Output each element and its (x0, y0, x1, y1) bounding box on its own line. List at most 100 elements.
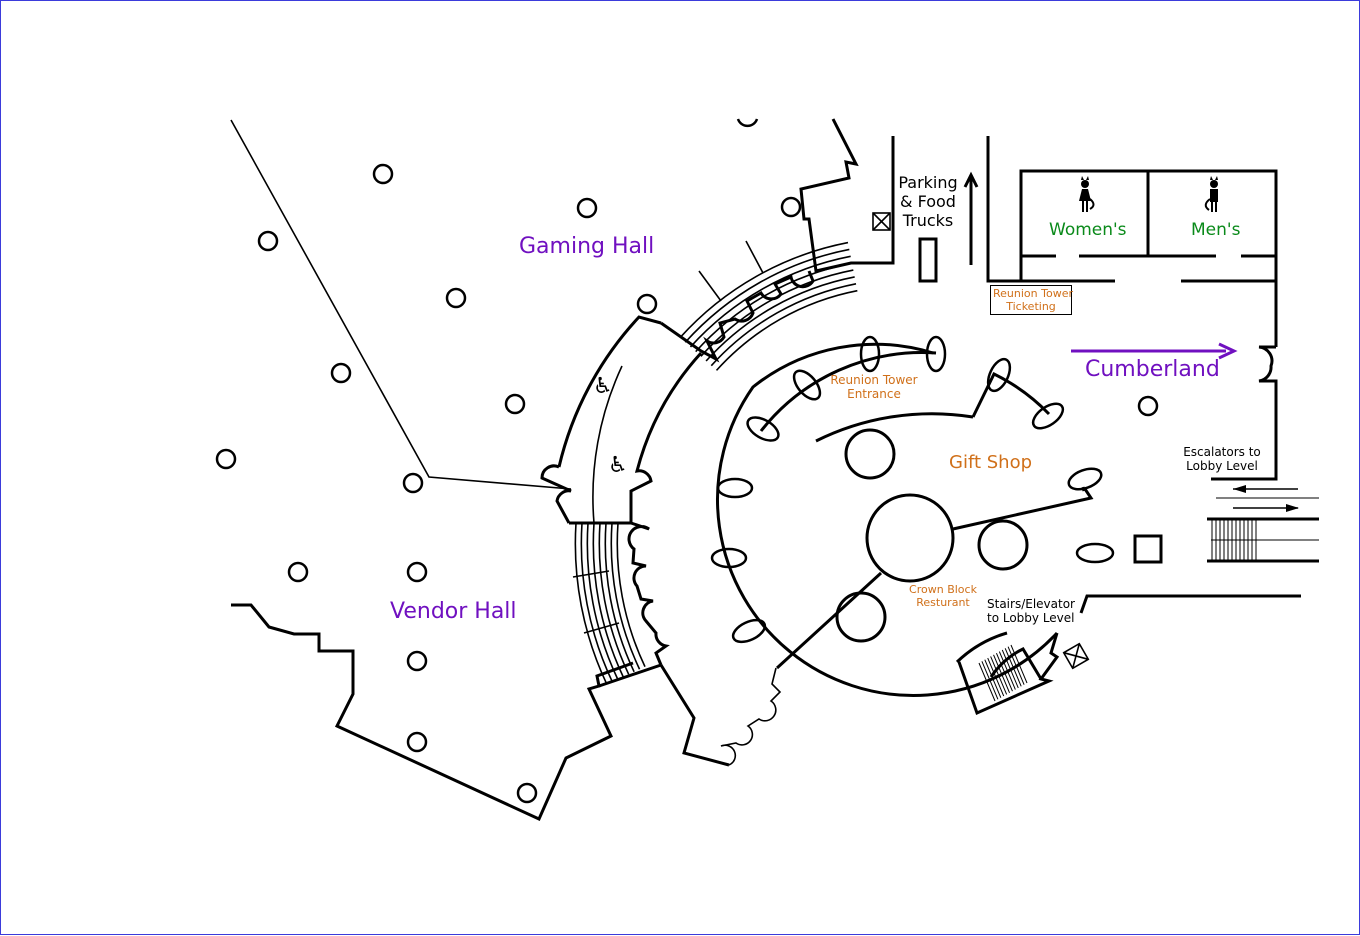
column (1137, 395, 1159, 417)
lower-crossing (598, 663, 662, 688)
escalators-line-2: Lobby Level (1186, 459, 1258, 474)
upper-scallop-doors (660, 270, 815, 363)
stair-arc (592, 522, 624, 678)
gaming-hall-label: Gaming Hall (519, 234, 655, 259)
column (406, 561, 428, 583)
oval-seat (731, 618, 767, 644)
perimeter-ovals (710, 335, 1103, 644)
column (406, 731, 428, 753)
ring-inner-line (592, 365, 623, 524)
column (504, 393, 526, 415)
oval-seat (986, 357, 1012, 393)
stair-arc (715, 289, 858, 371)
womens-restroom-label: Women's (1049, 220, 1127, 240)
arrow-left-head (1233, 485, 1246, 493)
stair-step (1004, 648, 1022, 687)
accessible-icon: ♿ (593, 374, 613, 399)
arrow-right-head (1286, 504, 1299, 512)
tower-inner-arc (815, 412, 974, 443)
cumberland-arrow-head (1218, 342, 1238, 360)
column (516, 782, 538, 804)
stairs-line-2: to Lobby Level (987, 611, 1075, 626)
ring-outer-door (540, 464, 572, 524)
escalators-line-1: Escalators to (1183, 445, 1261, 459)
column (576, 197, 598, 219)
oval-seat (792, 369, 822, 401)
elevator-icon-parking (872, 212, 891, 231)
lower-corridor-wall (659, 664, 730, 767)
lower-right-scallops (720, 667, 782, 766)
accessible-icon: ♿ (608, 453, 628, 478)
ring-inner-wall (629, 351, 703, 523)
south-wall (1079, 594, 1301, 614)
entrance-line-2: Entrance (847, 387, 901, 402)
stair-cross (583, 622, 620, 634)
hall-columns (215, 163, 1159, 804)
stair-step (981, 661, 999, 700)
stair-step (978, 662, 996, 702)
stairs-elevator-label: Stairs/Elevator to Lobby Level (987, 597, 1079, 626)
stair-arc (574, 522, 608, 685)
vendor-hall-wall (231, 603, 634, 821)
crown-block-line-2: Resturant (916, 596, 970, 610)
crown-block-line-1: Crown Block (909, 583, 977, 596)
corridor-west-wall (986, 136, 1115, 283)
stair-step (1001, 649, 1019, 689)
vendor-hall-label: Vendor Hall (390, 599, 517, 624)
tower-spoke-left (775, 571, 883, 670)
parking-line-2: & Food (900, 192, 956, 212)
column (287, 561, 309, 583)
oval-seat (746, 416, 780, 442)
east-door (1211, 345, 1278, 481)
stair-step (998, 651, 1016, 690)
stair-arc (710, 283, 857, 367)
stair-cross (698, 270, 722, 302)
stair-arc (705, 276, 855, 362)
stair-arc (689, 255, 851, 348)
stair-arc (695, 262, 853, 353)
female-restroom-icon (1079, 176, 1095, 212)
column (445, 287, 467, 309)
mens-restroom-label: Men's (1191, 220, 1241, 240)
tower-outer-arc-2 (759, 351, 937, 432)
stair-arc (616, 522, 646, 668)
tower-spoke-right (952, 488, 1094, 531)
column (406, 650, 428, 672)
column (257, 230, 279, 252)
column (372, 163, 394, 185)
escalator-steps (1211, 519, 1257, 561)
oval-seat (1067, 467, 1103, 491)
reunion-tower-entrance-label: Reunion Tower Entrance (829, 373, 919, 402)
tower-column (835, 591, 887, 643)
ticketing-line-1: Reunion Tower (993, 287, 1073, 300)
parking-pillar (918, 237, 938, 283)
parking-line-1: Parking (898, 173, 958, 192)
elevator-icon (1062, 642, 1090, 670)
elevator-x-2 (872, 212, 891, 231)
oval-seat (710, 547, 748, 569)
column (402, 472, 424, 494)
column (330, 362, 352, 384)
stair-arc (586, 522, 619, 680)
stair-step (1010, 644, 1028, 684)
stair-cross (745, 240, 764, 274)
stair-step (984, 659, 1002, 698)
gift-shop-label: Gift Shop (949, 452, 1033, 473)
lower-stair-bank (572, 522, 646, 685)
oval-seat (925, 335, 947, 373)
stair-step (990, 656, 1008, 695)
stairs-line-1: Stairs/Elevator (987, 597, 1075, 611)
stair-arc (684, 248, 850, 343)
lower-scallop-doors (627, 521, 670, 666)
male-restroom-icon (1204, 176, 1218, 212)
gaming-hall-boundary (230, 119, 572, 490)
tower-column (844, 428, 896, 480)
oval-seat (716, 477, 754, 499)
escalators-label: Escalators to Lobby Level (1181, 445, 1263, 474)
tower-column (977, 519, 1029, 571)
cumberland-label: Cumberland (1085, 357, 1220, 382)
stair-arc (679, 241, 849, 339)
ticketing-label: Reunion Tower Ticketing (990, 285, 1073, 316)
gaming-hall-north-wall (799, 118, 895, 273)
